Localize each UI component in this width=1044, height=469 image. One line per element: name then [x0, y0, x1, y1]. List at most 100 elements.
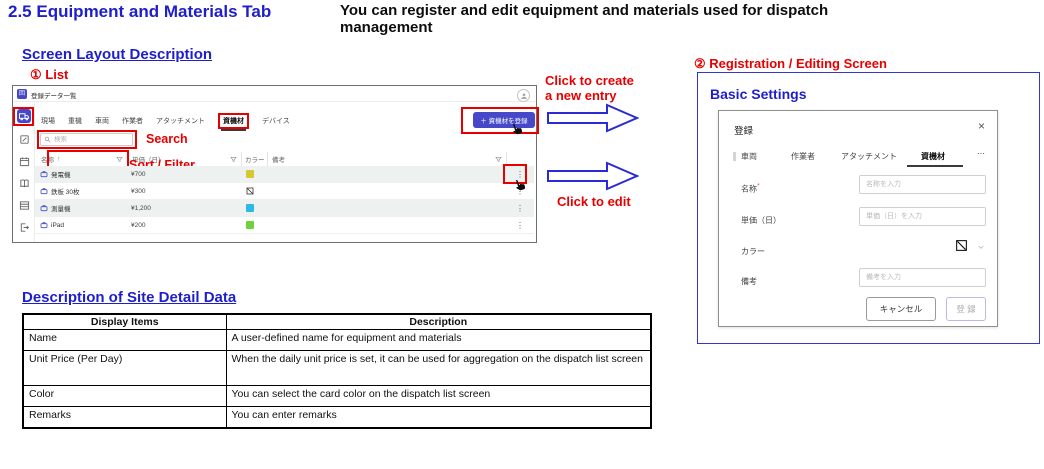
highlight-box-kebab [503, 164, 527, 184]
search-input[interactable] [54, 136, 124, 143]
highlight-box-register-button [461, 107, 539, 134]
calendar-icon [19, 156, 29, 166]
table-row[interactable]: 鉄板 30枚 ¥300 ⋮ [35, 183, 534, 200]
row-name: iPad [51, 221, 65, 229]
screen-layout-heading: Screen Layout Description [22, 46, 213, 63]
registration-modal: 登録 × 車両 作業者 アタッチメント 資機材 ⋯ 名称* 単価（日） カラー … [718, 110, 998, 327]
close-icon[interactable]: × [977, 119, 985, 133]
cell-desc: When the daily unit price is set, it can… [225, 350, 652, 386]
list-app-title: 登録データ一覧 [31, 93, 77, 100]
detail-data-heading: Description of Site Detail Data [22, 289, 237, 306]
table-header-row: Display Items Description [22, 313, 652, 330]
sidebar-item-book[interactable] [17, 176, 31, 190]
table-row[interactable]: iPad ¥200 ⋮ [35, 217, 534, 234]
kebab-menu-icon[interactable]: ⋮ [516, 169, 524, 179]
sidebar-item-edit[interactable] [17, 132, 31, 146]
active-tab-underline [907, 165, 963, 167]
sidebar-item-dispatch-active[interactable] [17, 109, 31, 123]
unit-price-field[interactable] [859, 207, 986, 226]
basic-settings-heading: Basic Settings [710, 86, 807, 102]
chevron-down-icon[interactable] [977, 243, 985, 251]
filter-icon[interactable] [495, 156, 502, 163]
edit-icon [19, 134, 29, 144]
modal-tab-equipment-active[interactable]: 資機材 [921, 152, 945, 161]
remarks-field-label: 備考 [741, 277, 757, 286]
tab-attachment[interactable]: アタッチメント [156, 118, 205, 125]
sidebar-item-list[interactable] [17, 198, 31, 212]
modal-tab-worker[interactable]: 作業者 [791, 152, 815, 161]
tab-scroll-indicator [733, 152, 736, 161]
header-description: Description [225, 313, 652, 330]
header-display-items: Display Items [22, 313, 227, 330]
kebab-menu-icon[interactable]: ⋮ [516, 220, 524, 230]
modal-title: 登録 [734, 126, 754, 137]
equipment-icon [40, 171, 48, 178]
table-row[interactable]: 発電機 ¥700 ⋮ [35, 166, 534, 183]
truck-icon [18, 112, 29, 120]
list-table-header: 名称 ↑ 単価（日） カラー 備考 [35, 152, 534, 166]
tab-equipment-active[interactable]: 資機材 [218, 113, 249, 131]
row-price: ¥1,200 [131, 204, 151, 212]
app-logo-icon: 回 [17, 89, 27, 99]
name-field[interactable] [859, 175, 986, 194]
edit-annotation: Click to edit [557, 194, 631, 209]
tab-vehicle[interactable]: 車両 [95, 118, 109, 125]
highlight-box-search [37, 130, 137, 149]
sort-arrow-icon[interactable]: ↑ [57, 155, 61, 163]
tab-worker[interactable]: 作業者 [122, 118, 143, 125]
cell-desc: You can enter remarks [225, 406, 652, 428]
submit-button[interactable]: 登 録 [946, 297, 986, 321]
tab-heavy-machine[interactable]: 重機 [68, 118, 82, 125]
register-equipment-button[interactable]: ＋ 資機材を登録 [473, 112, 535, 128]
tab-device[interactable]: デバイス [262, 118, 290, 125]
arrow-right-icon [547, 103, 639, 133]
intro-line-2: management [340, 19, 433, 37]
logout-icon [20, 222, 29, 232]
unit-price-field-label: 単価（日） [741, 216, 781, 225]
equipment-icon [40, 188, 48, 195]
name-label-text: 名称 [741, 184, 757, 194]
create-annotation-line2: a new entry [545, 88, 617, 103]
row-price: ¥300 [131, 187, 146, 195]
search-annotation: Search [146, 132, 188, 146]
rows-icon [19, 200, 29, 210]
column-remarks-label: 備考 [272, 157, 285, 164]
name-field-label: 名称* [741, 183, 760, 195]
kebab-menu-icon[interactable]: ⋮ [516, 186, 524, 196]
table-row: Name A user-defined name for equipment a… [22, 329, 652, 351]
cell-item: Unit Price (Per Day) [22, 350, 227, 386]
modal-tab-attachment[interactable]: アタッチメント [841, 152, 897, 161]
create-annotation: Click to create a new entry [545, 73, 634, 103]
sidebar-item-logout[interactable] [17, 220, 31, 234]
color-swatch [246, 170, 254, 178]
remarks-field[interactable] [859, 268, 986, 287]
no-color-icon[interactable] [955, 239, 968, 252]
cell-item: Color [22, 385, 227, 407]
filter-icon[interactable] [230, 156, 237, 163]
cancel-button[interactable]: キャンセル [866, 297, 936, 321]
column-header-color[interactable]: カラー [241, 152, 267, 166]
table-row[interactable]: 測量機 ¥1,200 ⋮ [35, 200, 534, 217]
row-price: ¥700 [131, 170, 146, 178]
intro-line-1: You can register and edit equipment and … [340, 2, 829, 19]
avatar[interactable] [517, 89, 530, 102]
tab-site[interactable]: 現場 [41, 118, 55, 125]
sidebar-item-calendar[interactable] [17, 154, 31, 168]
row-name: 鉄板 30枚 [51, 189, 80, 196]
column-header-actions [506, 152, 534, 166]
required-mark: * [757, 183, 760, 190]
table-row: Color You can select the card color on t… [22, 385, 652, 407]
table-row: Remarks You can enter remarks [22, 406, 652, 428]
filter-icon[interactable] [116, 156, 123, 163]
book-icon [19, 179, 29, 187]
search-box [40, 133, 133, 146]
row-name: 発電機 [51, 172, 71, 179]
registration-section-label: ② Registration / Editing Screen [694, 56, 887, 71]
column-color-label: カラー [245, 157, 265, 164]
modal-tab-more[interactable]: ⋯ [977, 149, 985, 158]
modal-tab-vehicle[interactable]: 車両 [741, 152, 757, 161]
list-screenshot: 回 登録データ一覧 [12, 85, 539, 243]
kebab-menu-icon[interactable]: ⋮ [516, 203, 524, 213]
column-header-remarks[interactable]: 備考 [267, 152, 506, 166]
